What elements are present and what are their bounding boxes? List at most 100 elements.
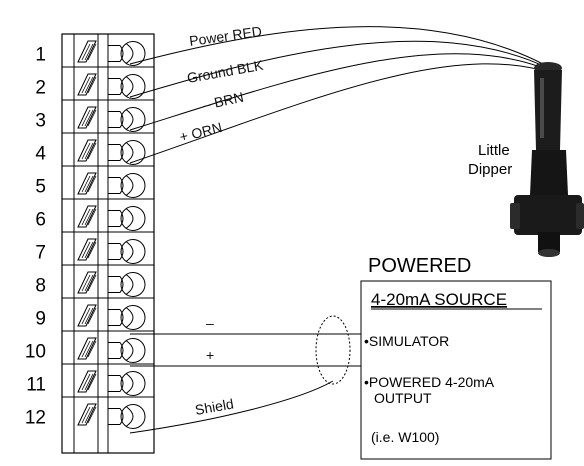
- device-tip: [538, 232, 560, 252]
- terminal-number-6: 6: [35, 210, 46, 231]
- source-wires: – + Shield: [129, 315, 361, 434]
- clamp-arc: [125, 142, 134, 163]
- clamp-arc: [125, 43, 134, 64]
- lever-hatch: [81, 175, 91, 193]
- lever-hatch: [81, 109, 91, 127]
- lever-hatch: [84, 175, 94, 193]
- wire-clamp: [108, 243, 124, 260]
- terminal-1: [62, 33, 154, 66]
- lever-hatch: [84, 208, 94, 226]
- lever-hatch: [87, 307, 97, 325]
- source-box-subtitle: 4-20mA SOURCE: [371, 290, 507, 309]
- device-upper-body: [534, 70, 562, 150]
- lever-hatch: [84, 274, 94, 292]
- lever-hatch: [87, 109, 97, 127]
- terminal-number-4: 4: [35, 144, 46, 165]
- source-item-powered-line1: •POWERED 4-20mA: [364, 374, 495, 390]
- wire-label-ground: Ground BLK: [186, 57, 265, 86]
- wire-clamp: [108, 45, 124, 62]
- terminal-5: [62, 165, 154, 198]
- wire-label-minus: – BRN: [201, 89, 245, 113]
- wire-clamp: [108, 309, 124, 326]
- lever-hatch: [84, 142, 94, 160]
- terminal-9: [62, 297, 154, 330]
- wire-ground-blk: [129, 40, 549, 98]
- source-item-powered-line2: OUTPUT: [374, 390, 432, 406]
- lever-hatch: [87, 373, 97, 391]
- little-dipper-sensor: Little Dipper: [468, 62, 584, 257]
- clamp-arc: [125, 241, 134, 262]
- lever-hatch: [84, 241, 94, 259]
- source-box-title: POWERED: [368, 255, 471, 277]
- wire-clamp: [108, 375, 124, 392]
- terminal-number-10: 10: [25, 342, 46, 363]
- terminal-number-8: 8: [35, 276, 46, 297]
- lever-hatch: [81, 142, 91, 160]
- terminal-number-5: 5: [35, 177, 46, 198]
- lever-hatch: [81, 340, 91, 358]
- clamp-arc: [125, 208, 134, 229]
- clamp-arc: [125, 175, 134, 196]
- lever-hatch: [81, 43, 91, 61]
- terminal-block: [61, 33, 155, 454]
- wire-label-shield: Shield: [194, 395, 235, 418]
- terminal-12: [62, 396, 154, 429]
- lever-hatch: [84, 340, 94, 358]
- wire-minus-brn: [129, 53, 552, 131]
- lever-hatch: [81, 373, 91, 391]
- device-name-line1: Little: [478, 142, 510, 159]
- terminal-number-2: 2: [35, 78, 46, 99]
- lever-hatch: [81, 76, 91, 94]
- terminal-10: [62, 330, 154, 363]
- wire-label-source-minus: –: [206, 315, 214, 331]
- clamp-arc: [125, 373, 134, 394]
- wire-shield: [129, 380, 334, 434]
- terminal-4: [62, 132, 154, 165]
- terminal-number-9: 9: [35, 309, 46, 330]
- cable-shield-ellipse: [315, 315, 351, 385]
- wire-clamp: [108, 276, 124, 293]
- terminal-number-12: 12: [25, 408, 46, 429]
- clamp-arc: [125, 109, 134, 130]
- clamp-arc: [125, 307, 134, 328]
- lever-hatch: [87, 76, 97, 94]
- wire-clamp: [108, 210, 124, 227]
- source-box-note: (i.e. W100): [371, 429, 439, 445]
- lever-hatch: [87, 43, 97, 61]
- lever-hatch: [87, 241, 97, 259]
- lever-hatch: [87, 340, 97, 358]
- terminal-number-3: 3: [35, 111, 46, 132]
- lever-hatch: [87, 406, 97, 424]
- wire-label-source-plus: +: [206, 347, 214, 363]
- wire-clamp: [108, 408, 124, 425]
- wire-label-plus: + ORN: [178, 119, 224, 145]
- lever-hatch: [84, 307, 94, 325]
- terminal-11: [62, 363, 154, 396]
- lever-hatch: [81, 208, 91, 226]
- lever-hatch: [84, 76, 94, 94]
- terminal-number-7: 7: [35, 243, 46, 264]
- clamp-arc: [125, 340, 134, 361]
- device-port-right: [576, 203, 584, 229]
- terminal-7: [62, 231, 154, 264]
- device-name-line2: Dipper: [468, 161, 512, 178]
- clamp-arc: [125, 76, 134, 97]
- lever-hatch: [84, 109, 94, 127]
- device-port-left: [510, 203, 520, 229]
- wire-clamp: [108, 177, 124, 194]
- terminal-8: [62, 264, 154, 297]
- device-tip-end: [538, 249, 560, 257]
- wire-clamp: [108, 111, 124, 128]
- clamp-arc: [125, 274, 134, 295]
- terminal-3: [62, 99, 154, 132]
- wire-label-power: Power RED: [188, 23, 263, 49]
- lever-hatch: [81, 274, 91, 292]
- lever-hatch: [84, 406, 94, 424]
- source-item-simulator: •SIMULATOR: [364, 333, 449, 349]
- device-mid-body: [530, 150, 568, 195]
- lever-hatch: [84, 43, 94, 61]
- lever-hatch: [87, 274, 97, 292]
- terminal-2: [62, 66, 154, 99]
